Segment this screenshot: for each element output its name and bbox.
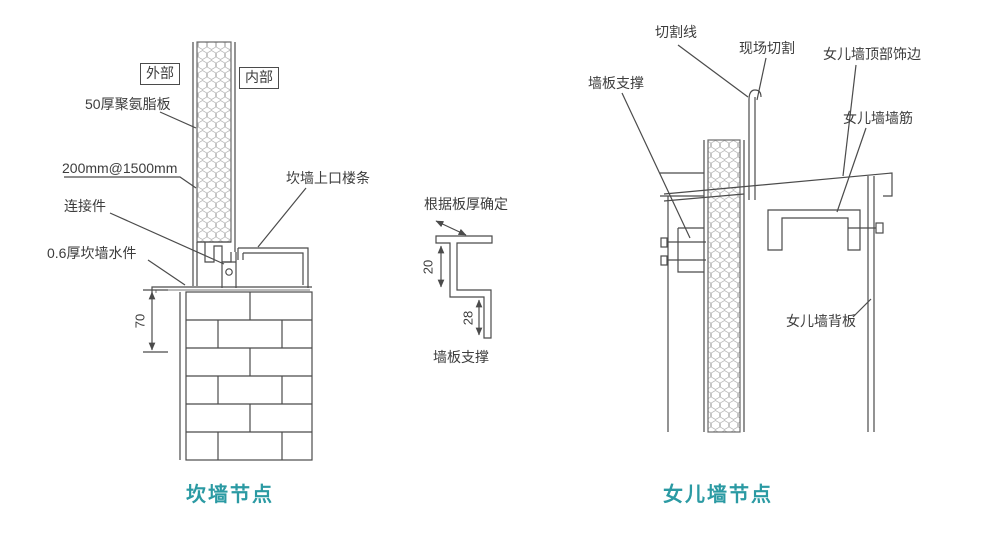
leader-back-panel [852, 298, 872, 318]
interior-label: 内部 [239, 67, 279, 89]
leader-spacing-label [64, 176, 197, 189]
middle-detail-drawing [435, 220, 493, 339]
insulation-panel [196, 41, 232, 243]
support-clip-profile [435, 235, 493, 339]
leader-cut-line [677, 44, 749, 98]
leader-rib [836, 127, 867, 213]
parapet-panel [707, 139, 741, 433]
anchor-bolt-right [848, 222, 884, 234]
support-bracket [677, 227, 704, 273]
field-cut-piece [748, 89, 762, 200]
panel-label: 50厚聚氨脂板 [85, 96, 171, 112]
right-detail-title: 女儿墙节点 [663, 484, 773, 506]
leader-top-trim [842, 64, 857, 177]
back-panel-label: 女儿墙背板 [786, 313, 856, 329]
flashing-label: 0.6厚坎墙水件 [47, 245, 137, 261]
parapet-top-trim [663, 172, 893, 202]
dimension-70-text: 70 [132, 313, 148, 329]
field-cut-label: 现场切割 [739, 40, 795, 56]
cut-line-label: 切割线 [655, 24, 697, 40]
thickness-note-label: 根据板厚确定 [424, 196, 508, 212]
anchor-spacing-label: 200mm@1500mm [62, 160, 178, 176]
support-label-right: 墙板支撑 [588, 75, 644, 91]
leader-channel-label [257, 187, 307, 248]
thickness-dim-arrows [435, 220, 467, 236]
wall-rib-label: 女儿墙墙筋 [843, 110, 913, 126]
connector-label: 连接件 [64, 198, 106, 214]
exterior-label: 外部 [140, 63, 180, 85]
parapet-rib-channel [767, 209, 861, 251]
top-channel-label: 坎墙上口楼条 [286, 170, 370, 186]
left-detail-title: 坎墙节点 [186, 484, 274, 506]
sill-top-channel [237, 247, 309, 288]
leader-connector-label [109, 212, 225, 265]
anchor-bolts-left [660, 237, 706, 266]
connector-bolt [225, 268, 233, 276]
support-label-middle: 墙板支撑 [433, 349, 489, 365]
leader-flashing-label [147, 259, 186, 286]
masonry-wall [185, 291, 313, 461]
dimension-70-lines [143, 289, 168, 353]
leader-support [621, 92, 691, 239]
leader-field-cut [756, 57, 767, 101]
connector-piece [221, 252, 237, 288]
left-detail-drawing [64, 41, 313, 461]
leader-panel-label [159, 111, 197, 129]
dimension-28-text: 28 [460, 310, 476, 326]
top-trim-label: 女儿墙顶部饰边 [823, 46, 921, 62]
dimension-20-text: 20 [420, 259, 436, 275]
right-detail-drawing [621, 44, 893, 433]
